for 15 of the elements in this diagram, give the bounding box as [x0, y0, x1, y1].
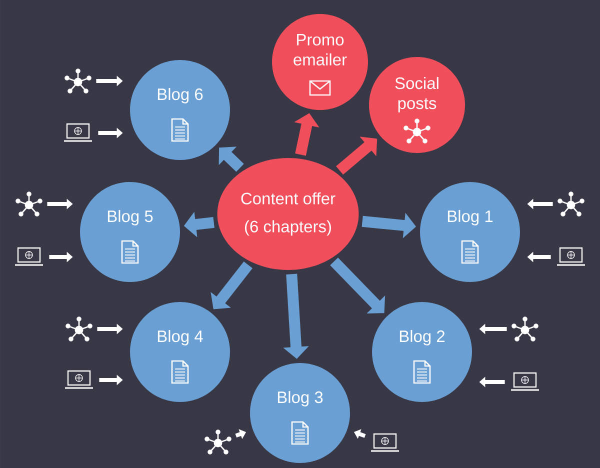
laptop-icon [557, 247, 585, 266]
network-icon [66, 316, 92, 342]
block-arrow [218, 146, 244, 172]
network-icon [16, 192, 42, 216]
block-arrow [336, 136, 378, 175]
laptop-icon [371, 433, 399, 452]
laptop-icon [15, 247, 43, 266]
laptop-icon [65, 370, 93, 389]
network-icon [558, 192, 584, 216]
network-icon [204, 430, 232, 454]
laptop-icon [511, 372, 539, 391]
laptop-icon [64, 123, 92, 142]
block-arrow [330, 258, 386, 314]
network-icon [64, 68, 92, 94]
network-icon [512, 316, 538, 342]
